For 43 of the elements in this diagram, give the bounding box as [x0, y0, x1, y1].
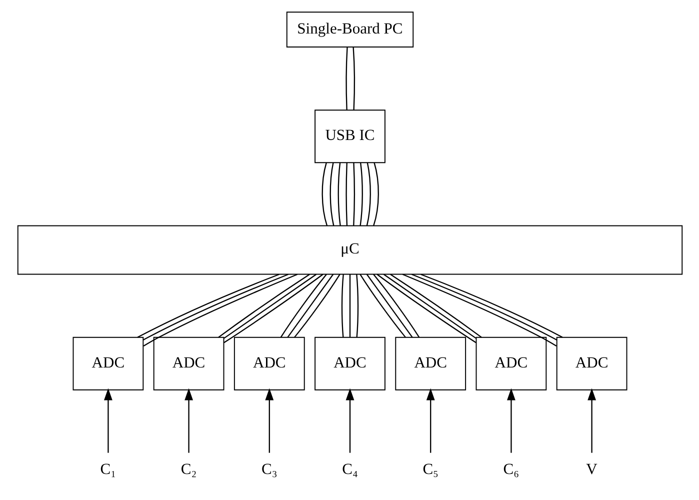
- connector: [356, 274, 358, 338]
- node-box: ADC: [72, 336, 144, 390]
- node-box: ADC: [394, 336, 466, 390]
- node-text: C₃: [261, 461, 277, 478]
- connector: [280, 274, 326, 338]
- node-box: ADC: [556, 336, 627, 390]
- connector: [321, 162, 328, 226]
- connector: [345, 47, 348, 110]
- connector: [337, 162, 340, 226]
- arrow: [506, 388, 515, 453]
- connector: [294, 274, 340, 338]
- arrow: [426, 388, 434, 453]
- node-text: C₁: [100, 461, 116, 478]
- connector: [352, 47, 354, 110]
- arrow: [184, 388, 193, 453]
- node-box: USB IC: [314, 110, 385, 164]
- connector: [372, 274, 420, 338]
- arrow: [264, 388, 274, 453]
- node-text: V: [586, 461, 597, 478]
- connector: [359, 274, 406, 338]
- connector: [359, 162, 362, 226]
- node-text: C₄: [342, 461, 358, 478]
- connector: [372, 162, 378, 226]
- node-box: ADC: [152, 336, 224, 390]
- arrow: [103, 388, 112, 453]
- connector: [329, 162, 334, 226]
- connector: [348, 274, 350, 338]
- node-text: C₂: [180, 461, 196, 478]
- arrow: [587, 388, 596, 453]
- node-text: C₅: [422, 461, 438, 478]
- node-box: Single-Board PC: [286, 12, 414, 48]
- node-box: μC: [16, 225, 682, 275]
- connector: [366, 274, 412, 338]
- connector: [340, 274, 344, 338]
- node-box: ADC: [475, 336, 546, 390]
- connector: [366, 162, 370, 226]
- connector: [286, 274, 334, 338]
- connector: [352, 162, 354, 226]
- node-text: C₆: [502, 461, 519, 478]
- connector: [345, 162, 348, 226]
- arrow: [345, 388, 354, 453]
- node-box: ADC: [233, 336, 304, 390]
- node-box: ADC: [314, 336, 385, 390]
